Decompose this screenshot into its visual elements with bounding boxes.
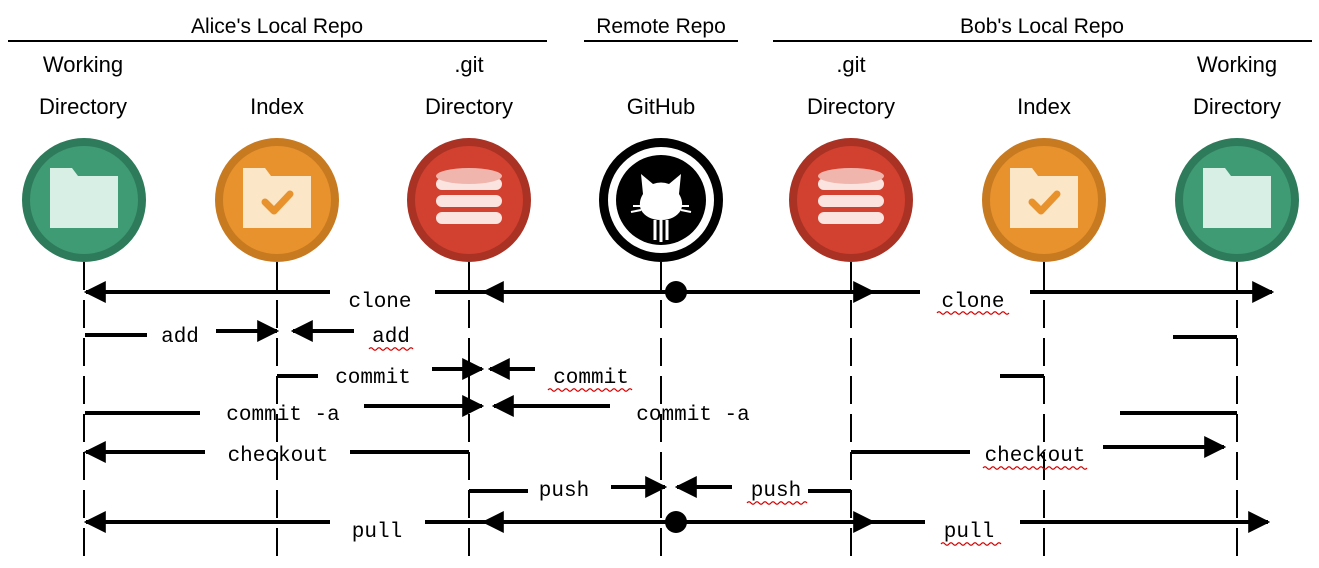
clone-origin-dot (665, 281, 687, 303)
push-label-alice: push (539, 480, 589, 503)
bob-working-label-line2: Directory (1193, 94, 1281, 119)
bob-index-label: Index (1017, 94, 1071, 119)
spellcheck-underline-commit (547, 388, 633, 392)
commit-label-alice: commit (335, 367, 411, 390)
checkout-label-bob: checkout (985, 445, 1086, 468)
pull-origin-dot (665, 511, 687, 533)
alice-git-label-line2: Directory (425, 94, 513, 119)
spellcheck-underline-add (368, 347, 414, 351)
arrows (83, 281, 1275, 533)
commit-a-label-bob: commit -a (636, 404, 749, 427)
section-title-bob: Bob's Local Repo (960, 15, 1124, 38)
alice-index-label: Index (250, 94, 304, 119)
clone-label-bob: clone (941, 291, 1004, 314)
section-title-alice: Alice's Local Repo (191, 15, 363, 38)
commit-a-label-alice: commit -a (226, 404, 339, 427)
alice-git-label-line1: .git (454, 52, 483, 77)
bob-index-folder-check-icon (982, 138, 1106, 262)
bob-working-label-line1: Working (1197, 52, 1277, 77)
alice-git-database-icon (407, 138, 531, 262)
checkout-label-alice: checkout (228, 445, 329, 468)
add-label-bob: add (372, 326, 410, 349)
clone-label-alice: clone (348, 291, 411, 314)
bob-git-label-line2: Directory (807, 94, 895, 119)
bob-git-label-line1: .git (836, 52, 865, 77)
spellcheck-underline-push (746, 501, 808, 505)
bob-git-database-icon (789, 138, 913, 262)
pull-label-bob: pull (944, 521, 994, 544)
alice-working-label-line1: Working (43, 52, 123, 77)
alice-working-directory-folder-icon (22, 138, 146, 262)
spellcheck-underline-checkout (982, 466, 1088, 470)
spellcheck-underline-pull (940, 542, 1002, 546)
alice-index-folder-check-icon (215, 138, 339, 262)
commit-label-bob: commit (553, 367, 629, 390)
bob-working-directory-folder-icon (1175, 138, 1299, 262)
add-label-alice: add (161, 326, 199, 349)
pull-label-alice: pull (352, 521, 402, 544)
github-label: GitHub (627, 94, 695, 119)
push-label-bob: push (751, 480, 801, 503)
alice-working-label-line2: Directory (39, 94, 127, 119)
lifelines (83, 262, 1238, 556)
section-title-remote: Remote Repo (596, 15, 726, 38)
spellcheck-underline-clone (936, 311, 1010, 315)
github-octocat-icon (599, 138, 723, 262)
